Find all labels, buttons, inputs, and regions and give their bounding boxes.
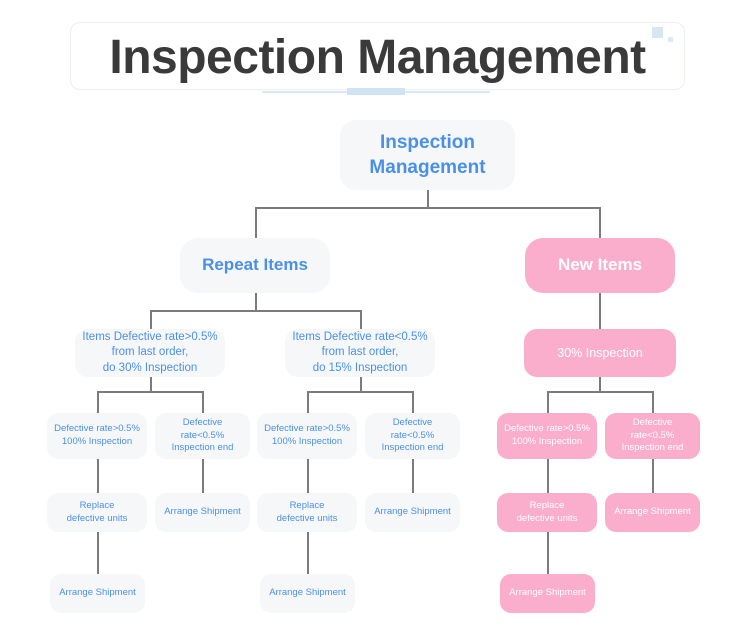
node-l5-replace-3[interactable]: Replace defective units — [497, 493, 597, 532]
page-title: Inspection Management — [109, 31, 646, 84]
node-l6-arrange-shipment-3[interactable]: Arrange Shipment — [500, 574, 595, 613]
connector-new-30-stem — [599, 377, 601, 392]
connector-to-l4-3 — [307, 391, 309, 413]
node-inspection-management[interactable]: Inspection Management — [340, 120, 515, 190]
connector-to-l4-4 — [412, 391, 414, 413]
connector-to-new-items — [599, 207, 601, 238]
connector-repeat-low-stem — [360, 377, 362, 392]
connector-repeat-high-stem — [150, 377, 152, 392]
node-l4-repeat-low-lt[interactable]: Defective rate<0.5% Inspection end — [365, 413, 460, 459]
title-underline-thick — [347, 88, 405, 95]
node-l6-arrange-shipment-1[interactable]: Arrange Shipment — [50, 574, 145, 613]
connector-l4-4-to-l5-4 — [412, 459, 414, 493]
connector-to-l4-1 — [97, 391, 99, 413]
node-l6-arrange-shipment-2[interactable]: Arrange Shipment — [260, 574, 355, 613]
node-l5-replace-2[interactable]: Replace defective units — [257, 493, 357, 532]
node-l4-repeat-high-gt[interactable]: Defective rate>0.5% 100% Inspection — [47, 413, 147, 459]
connector-to-repeat-low — [360, 310, 362, 329]
node-l4-new-gt[interactable]: Defective rate>0.5% 100% Inspection — [497, 413, 597, 459]
node-l5-arrange-shipment-3[interactable]: Arrange Shipment — [605, 493, 700, 532]
connector-root-stem — [427, 190, 429, 208]
connector-l5-1-to-l6-1 — [97, 532, 99, 574]
decorative-square-small-icon — [668, 37, 673, 42]
connector-l5-3-to-l6-2 — [307, 532, 309, 574]
connector-new-items-stem — [599, 293, 601, 329]
connector-to-repeat-items — [255, 207, 257, 238]
node-l5-arrange-shipment-2[interactable]: Arrange Shipment — [365, 493, 460, 532]
connector-to-l4-6 — [652, 391, 654, 413]
node-l4-repeat-high-lt[interactable]: Defective rate<0.5% Inspection end — [155, 413, 250, 459]
connector-l4-2-to-l5-2 — [202, 459, 204, 493]
connector-to-repeat-high — [150, 310, 152, 329]
connector-l4-5-to-l5-5 — [547, 459, 549, 493]
connector-l4-6-to-l5-6 — [652, 459, 654, 493]
title-card — [70, 22, 685, 90]
connector-l5-5-to-l6-3 — [547, 532, 549, 574]
node-l4-new-lt[interactable]: Defective rate<0.5% Inspection end — [605, 413, 700, 459]
node-l4-repeat-low-gt[interactable]: Defective rate>0.5% 100% Inspection — [257, 413, 357, 459]
node-new-30-inspection[interactable]: 30% Inspection — [524, 329, 676, 377]
node-l5-arrange-shipment-1[interactable]: Arrange Shipment — [155, 493, 250, 532]
node-repeat-items[interactable]: Repeat Items — [180, 238, 330, 293]
connector-repeat-low-bar — [307, 391, 413, 393]
connector-repeat-items-stem — [255, 293, 257, 311]
decorative-square-large-icon — [652, 27, 663, 38]
connector-l4-1-to-l5-1 — [97, 459, 99, 493]
node-new-items[interactable]: New Items — [525, 238, 675, 293]
connector-l4-3-to-l5-3 — [307, 459, 309, 493]
connector-repeat-items-bar — [150, 310, 361, 312]
connector-repeat-high-bar — [97, 391, 203, 393]
connector-root-bar — [255, 207, 601, 209]
connector-new-30-bar — [547, 391, 653, 393]
connector-to-l4-5 — [547, 391, 549, 413]
node-repeat-low-rate[interactable]: Items Defective rate<0.5% from last orde… — [285, 329, 435, 377]
connector-to-l4-2 — [202, 391, 204, 413]
node-l5-replace-1[interactable]: Replace defective units — [47, 493, 147, 532]
node-repeat-high-rate[interactable]: Items Defective rate>0.5% from last orde… — [75, 329, 225, 377]
